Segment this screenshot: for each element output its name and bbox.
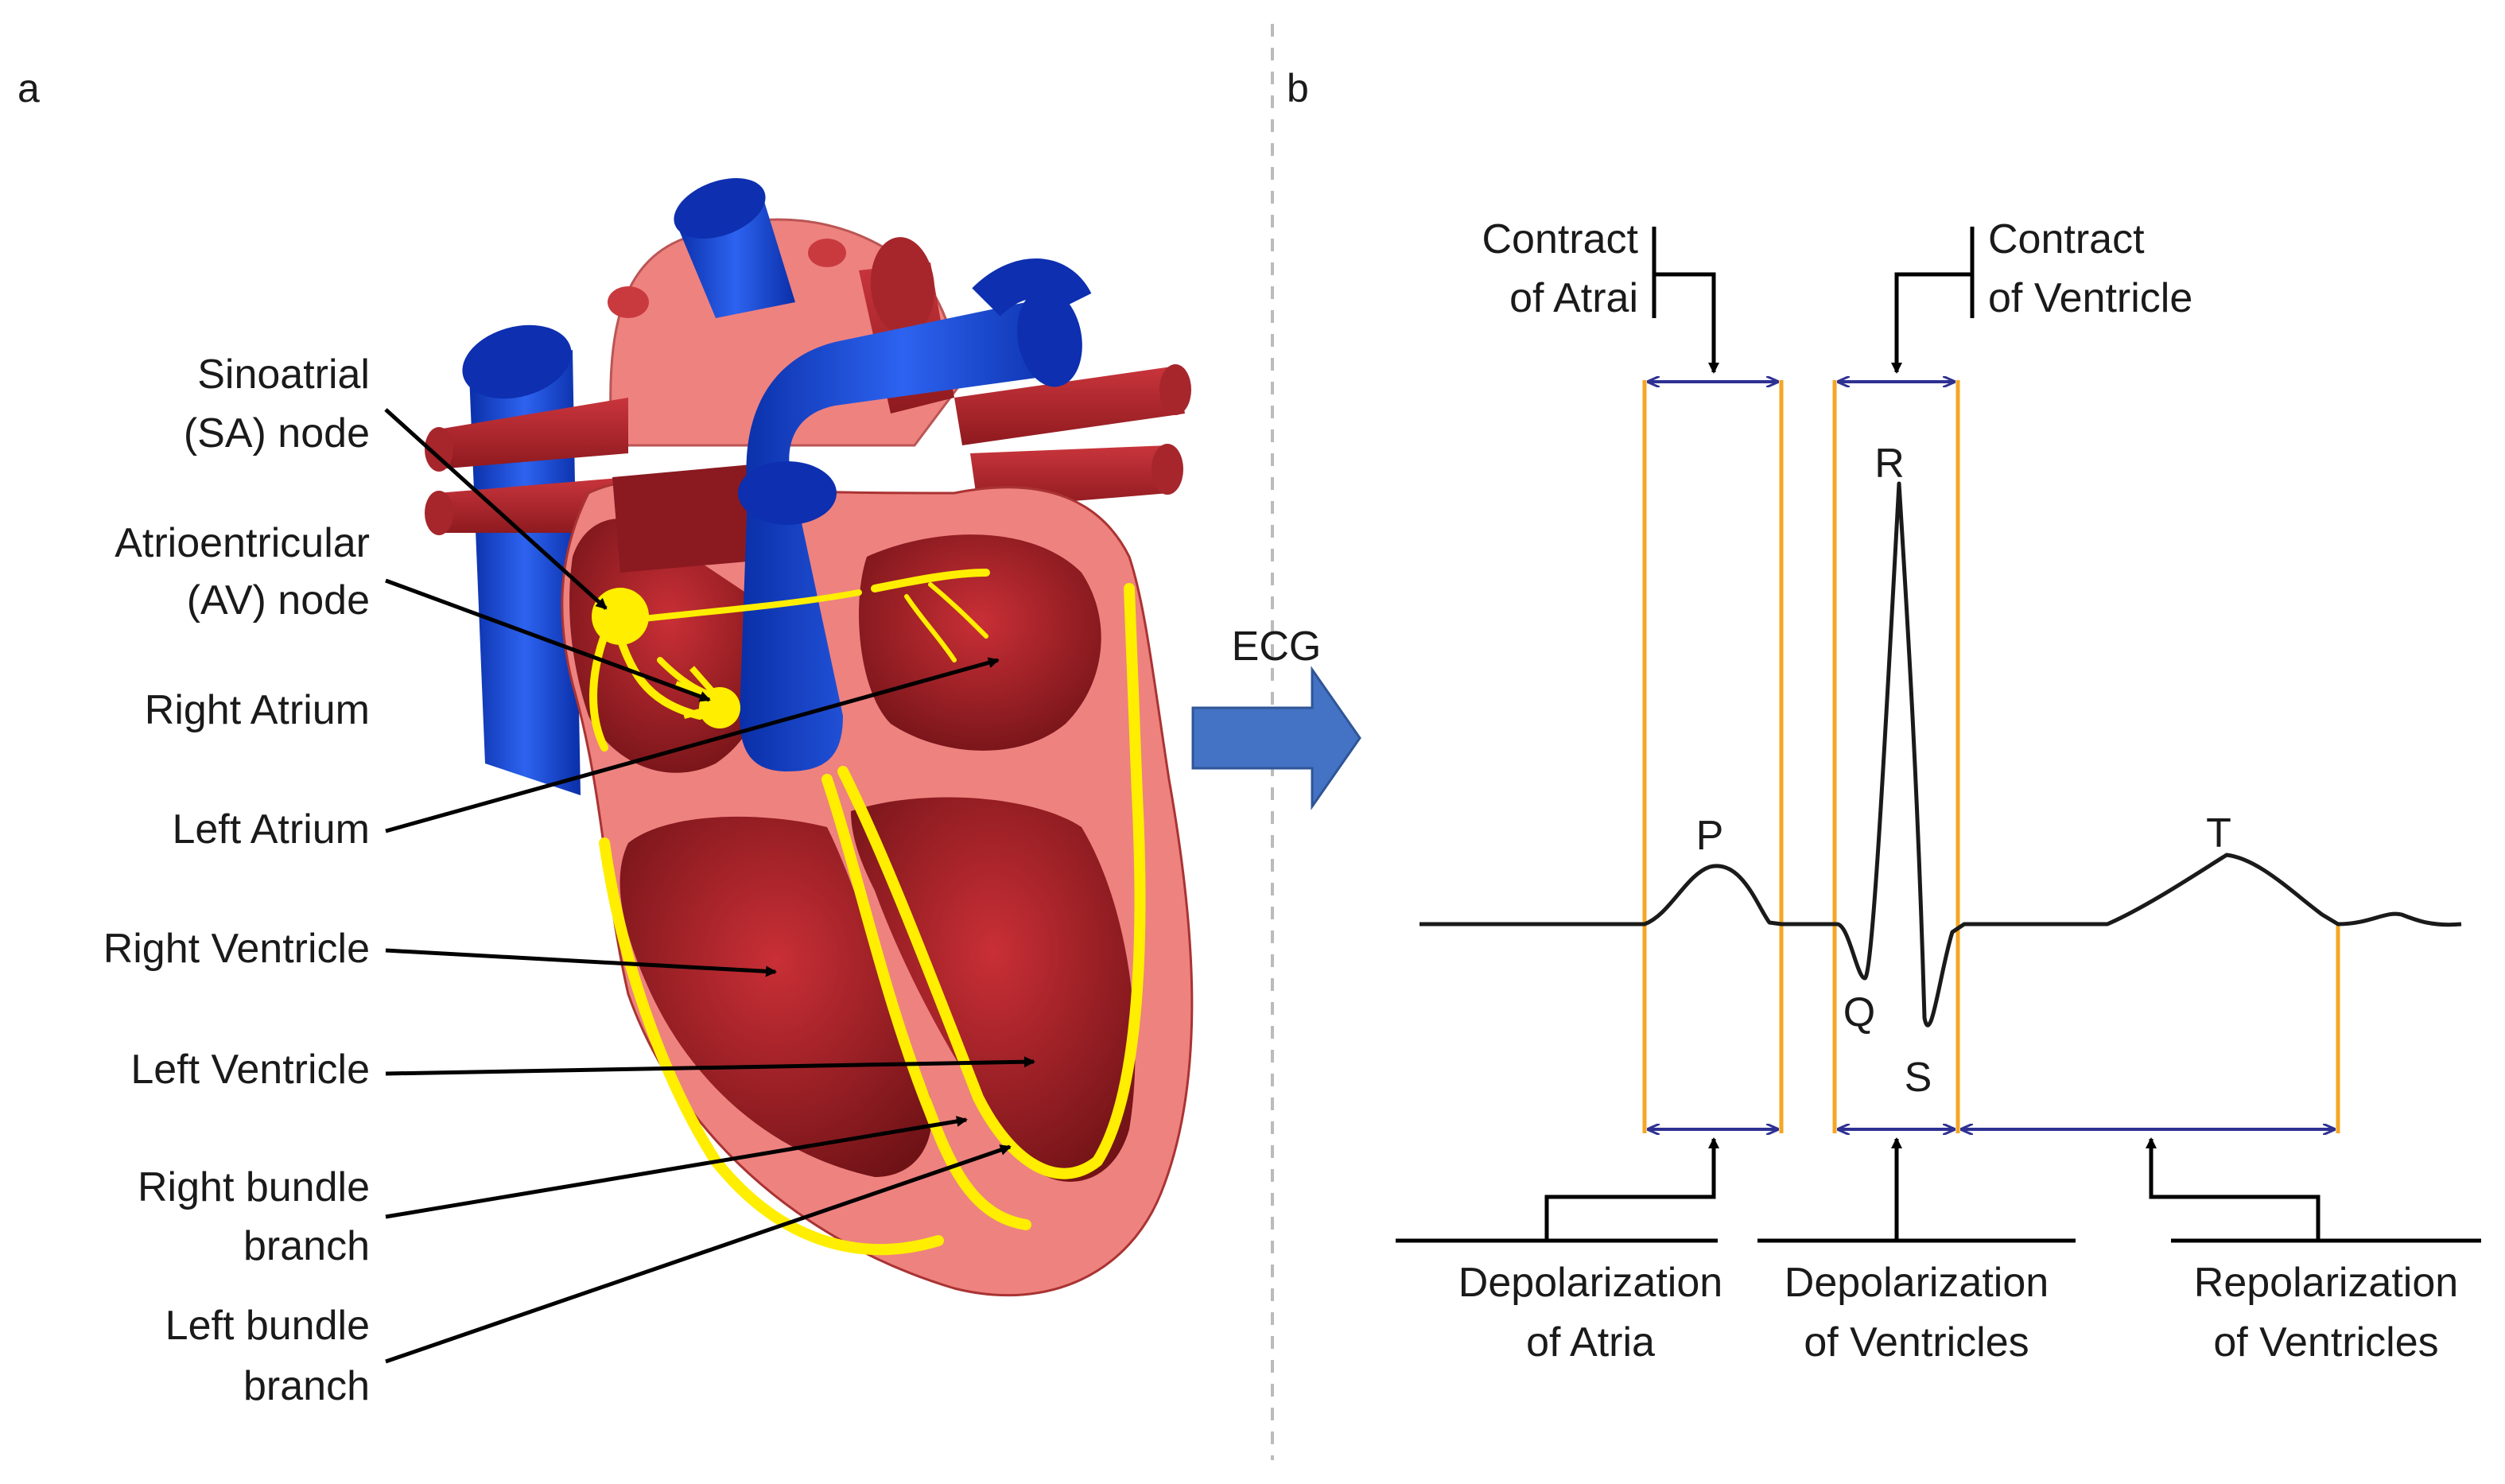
pulmonary-upper-opening [674, 178, 766, 239]
ecg-arrow [1191, 666, 1361, 810]
wave-label-q: Q [1843, 989, 1875, 1035]
label-av-line1: Atrioentricular [115, 520, 370, 566]
aorta-branch-3 [808, 239, 846, 267]
label-sa-line1: Sinoatrial [197, 352, 370, 398]
label-dep-ventricles-line2: of Ventricles [1804, 1319, 2029, 1366]
left-ventricle-chamber [851, 797, 1136, 1182]
leader-lines [384, 408, 1035, 1364]
svc-opening [462, 324, 572, 399]
callout-dep-atria [1396, 1137, 1719, 1243]
label-contract-atria-line2: of Atrai [1509, 275, 1638, 321]
label-rep-ventricles-line1: Repolarization [2194, 1260, 2458, 1306]
label-contract-ventricle-line2: of Ventricle [1988, 275, 2192, 321]
aorta-branch-1 [608, 286, 649, 318]
right-pulmonary-vein-1 [954, 366, 1185, 445]
callout-dep-ventricles [1757, 1137, 2076, 1243]
label-dep-ventricles-line1: Depolarization [1785, 1260, 2049, 1306]
wave-label-r: R [1874, 441, 1905, 487]
label-right-atrium: Right Atrium [145, 687, 370, 733]
label-rbb-line1: Right bundle [138, 1164, 370, 1210]
pulmonary-artery [740, 302, 1066, 771]
wave-label-p: P [1696, 813, 1724, 859]
wave-label-t: T [2206, 810, 2231, 857]
callout-rep-ventricles [2146, 1137, 2481, 1243]
label-lbb-line1: Left bundle [165, 1303, 370, 1349]
right-pv-opening-2 [1152, 444, 1183, 495]
label-dep-atria-line1: Depolarization [1458, 1260, 1722, 1306]
ecg-arrow-label: ECG [1232, 624, 1322, 670]
heart-illustration [425, 178, 1194, 1297]
label-left-ventricle: Left Ventricle [130, 1047, 370, 1093]
callout-contract-ventricle [1891, 227, 1975, 374]
ecg-trace [1420, 481, 2462, 1028]
label-av-line2: (AV) node [187, 577, 370, 624]
label-rbb-line2: branch [243, 1223, 370, 1269]
aorta-top-opening [870, 237, 935, 336]
label-lbb-line2: branch [243, 1363, 370, 1409]
pulmonary-right-opening [1017, 289, 1082, 387]
right-ventricle-chamber [619, 816, 932, 1177]
label-dep-atria-line2: of Atria [1526, 1319, 1655, 1366]
label-contract-ventricle-line1: Contract [1988, 216, 2145, 262]
wave-label-s: S [1905, 1055, 1932, 1101]
label-rep-ventricles-line2: of Ventricles [2213, 1319, 2438, 1366]
callout-contract-atria [1652, 227, 1719, 374]
label-right-ventricle: Right Ventricle [103, 926, 370, 972]
left-atrium-chamber [859, 534, 1101, 751]
sa-node [592, 588, 649, 645]
phase-lines [1642, 380, 2340, 1133]
left-pv-opening-2 [425, 491, 453, 535]
right-pv-opening-1 [1159, 364, 1191, 415]
pulmonary-left-opening [738, 461, 837, 525]
panel-label-b: b [1287, 66, 1309, 111]
pulmonary-blue-upper-arc [972, 258, 1092, 317]
left-pv-opening-1 [425, 427, 453, 472]
label-left-atrium: Left Atrium [172, 806, 370, 853]
ecg-panel: P Q R S T Contract of Atrai Contract of … [1396, 216, 2481, 1366]
label-sa-line2: (SA) node [184, 410, 370, 456]
label-contract-atria-line1: Contract [1482, 216, 1638, 262]
left-pulmonary-vein-1 [437, 398, 628, 469]
panel-label-a: a [17, 66, 40, 111]
heart-label-group: Sinoatrial (SA) node Atrioentricular (AV… [103, 352, 370, 1409]
